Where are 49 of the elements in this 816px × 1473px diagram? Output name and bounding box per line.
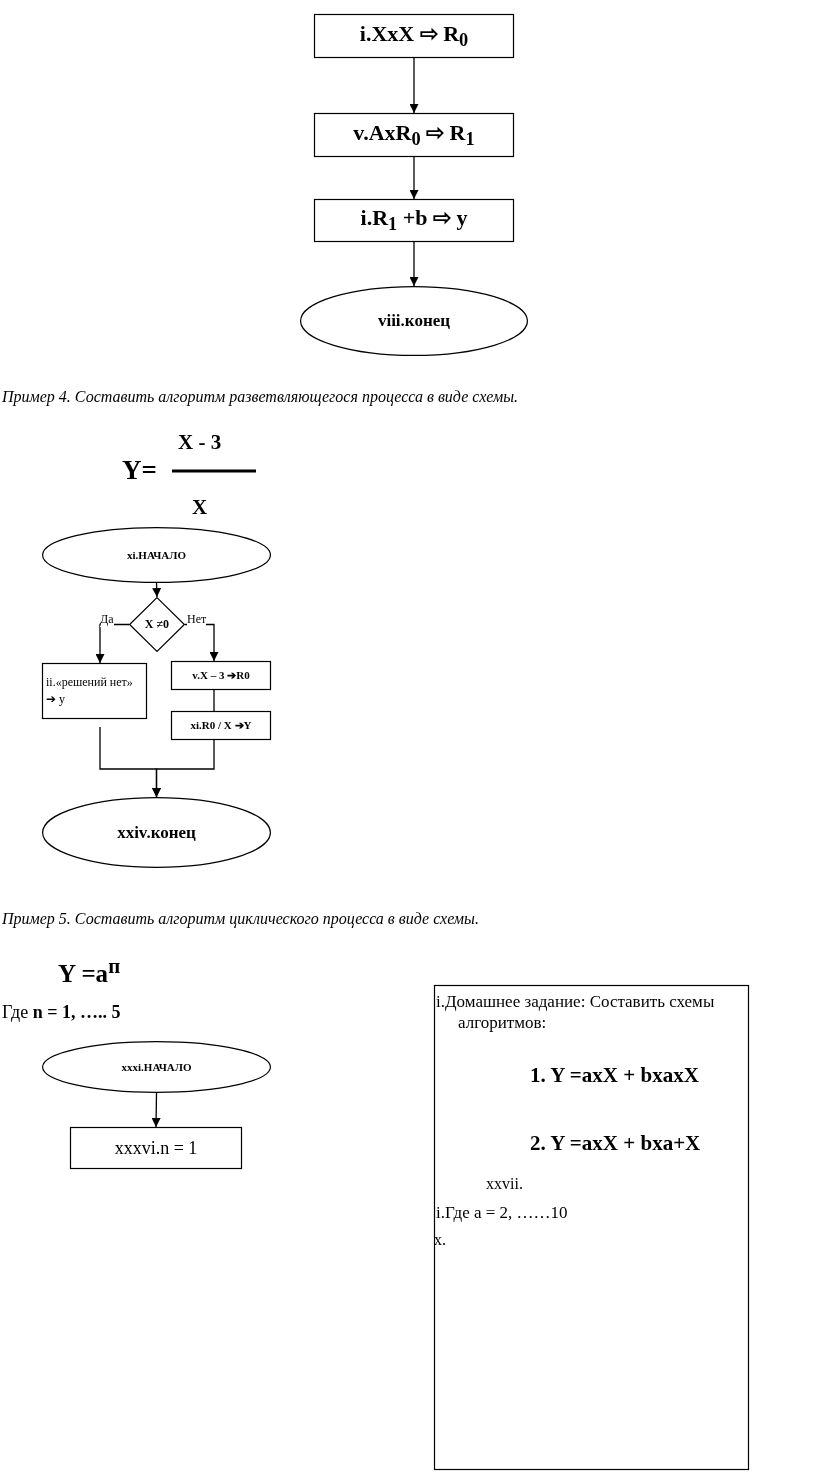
node-text: X ≠0 — [144, 617, 170, 632]
node-text: xi.НАЧАЛО — [127, 549, 186, 561]
node-text: 1. Y =axX + bxaxX — [530, 1063, 699, 1088]
process-box — [314, 113, 514, 157]
arrow — [95, 623, 130, 664]
decision-diamond — [129, 597, 185, 652]
connector-line — [213, 689, 215, 712]
node-text: xxxvi.n = 1 — [114, 1137, 198, 1159]
process-box — [314, 14, 514, 58]
arrow — [409, 57, 419, 114]
process-box — [42, 663, 147, 719]
node-text: x. — [434, 1231, 446, 1249]
node-text: xxvii. — [486, 1175, 523, 1193]
arrow — [409, 156, 419, 200]
edge-label: Да — [100, 612, 114, 627]
node-text: viii.конец — [377, 311, 451, 331]
process-box — [314, 199, 514, 242]
example-heading: Пример 4. Составить алгоритм разветвляющегося процесса в виде схемы. — [2, 388, 518, 406]
node-text: xxiv.конец — [117, 822, 196, 843]
process-box — [70, 1127, 242, 1169]
process-box — [171, 711, 271, 740]
arrow — [152, 582, 162, 598]
node-text: xxxi.НАЧАЛО — [121, 1061, 192, 1073]
node-text: v.X – 3 ➔R0 — [192, 669, 250, 682]
condition-text: Где n = 1, ….. 5 — [2, 1002, 121, 1023]
example-heading: Пример 5. Составить алгоритм циклического процесса в виде схемы. — [2, 910, 479, 928]
terminal-ellipse — [42, 527, 271, 583]
terminal-ellipse — [300, 286, 528, 356]
formula-text: Y =a$^{п}$ — [58, 954, 121, 989]
node-text: i.Где a = 2, ……10 — [436, 1203, 568, 1223]
arrow — [151, 1092, 161, 1128]
arrow — [184, 623, 219, 662]
process-box — [171, 661, 271, 690]
node-text: i.Домашнее задание: Составить схемы алгоритмов: — [436, 991, 716, 1034]
node-text: ii.«решений нет» ➔ у — [46, 674, 134, 708]
edge-label: Нет — [187, 612, 207, 627]
formula-text: Y= — [122, 455, 157, 486]
arrow — [152, 739, 215, 798]
node-text: xi.R0 / X ➔Y — [190, 719, 252, 732]
node-text: 2. Y =axX + bxa+X — [530, 1131, 701, 1156]
formula-numerator: X - 3 — [178, 430, 222, 455]
node-text: v.AxR$_{0}$ ⇨ R$_{1}$ — [353, 119, 475, 151]
terminal-ellipse — [42, 1041, 271, 1093]
formula-denominator: X — [192, 495, 208, 520]
arrow — [409, 241, 419, 287]
task-box — [434, 985, 749, 1470]
node-text: i.XxX ⇨ R$_{0}$ — [359, 20, 469, 52]
node-text: i.R$_{1}$ +b ⇨ y — [360, 205, 468, 236]
terminal-ellipse — [42, 797, 271, 868]
